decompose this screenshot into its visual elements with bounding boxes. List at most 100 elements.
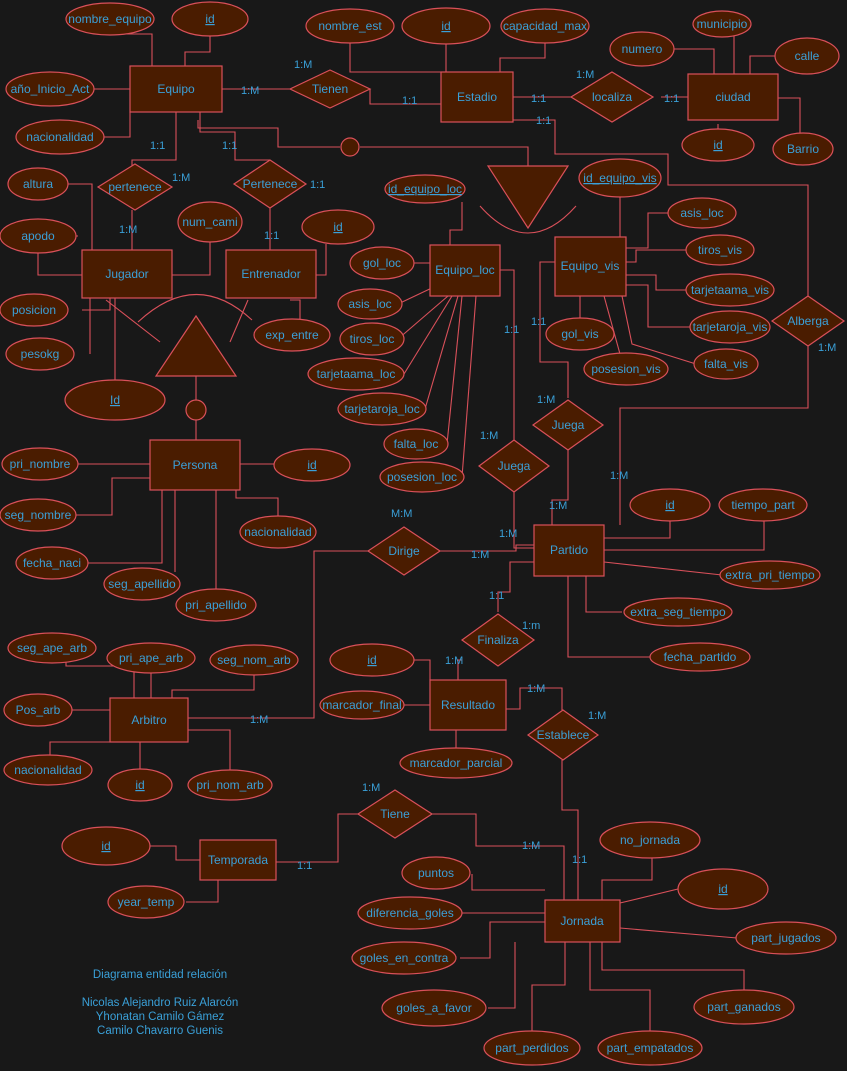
attribute-id-equipo-vis[interactable]: id_equipo_vis: [578, 158, 662, 198]
attribute-part-jugados[interactable]: part_jugados: [735, 921, 837, 955]
attribute-tarjetaama-vis[interactable]: tarjetaama_vis: [685, 273, 775, 307]
attribute-calle[interactable]: calle: [774, 37, 840, 75]
attribute-nombre-est[interactable]: nombre_est: [305, 8, 395, 44]
attribute-exp-entre[interactable]: exp_entre: [253, 318, 331, 352]
attribute-partido-id[interactable]: id: [629, 488, 711, 522]
attribute-id-equipo-loc[interactable]: id_equipo_loc: [384, 174, 466, 204]
relation-juega-vis[interactable]: Juega: [531, 399, 605, 451]
relation-label: Pertenece: [243, 177, 298, 191]
attribute-pri-apellido[interactable]: pri_apellido: [175, 588, 257, 622]
attribute-fecha-naci[interactable]: fecha_naci: [15, 546, 89, 580]
attribute-persona-id[interactable]: id: [273, 448, 351, 482]
attribute-tarjetaroja-vis[interactable]: tarjetaroja_vis: [689, 310, 771, 344]
attribute-diferencia-goles[interactable]: diferencia_goles: [357, 896, 463, 930]
attribute-gol-loc[interactable]: gol_loc: [349, 246, 415, 280]
relation-dirige[interactable]: Dirige: [366, 526, 442, 576]
attribute-part-ganados[interactable]: part_ganados: [693, 989, 795, 1025]
attribute-capacidad-max[interactable]: capacidad_max: [500, 8, 590, 44]
attribute-no-jornada[interactable]: no_jornada: [599, 821, 701, 859]
attribute-jornada-id[interactable]: id: [677, 868, 769, 910]
attribute-pri-nombre[interactable]: pri_nombre: [1, 447, 79, 481]
relation-alberga[interactable]: Alberga: [770, 295, 846, 347]
attribute-posesion-loc[interactable]: posesion_loc: [379, 461, 465, 493]
attribute-part-perdidos[interactable]: part_perdidos: [483, 1030, 581, 1066]
attribute-numero[interactable]: numero: [609, 31, 675, 67]
attribute-municipio[interactable]: municipio: [692, 10, 752, 38]
relation-tienen[interactable]: Tienen: [288, 69, 372, 109]
attribute-num-cami[interactable]: num_cami: [177, 201, 243, 243]
attribute-nacionalidad-equipo[interactable]: nacionalidad: [15, 119, 105, 155]
cardinality-label: 1:M: [537, 394, 555, 406]
entity-equipo[interactable]: Equipo: [129, 65, 223, 113]
attribute-apodo[interactable]: apodo: [0, 218, 77, 254]
entity-persona[interactable]: Persona: [149, 439, 241, 491]
attribute-temporada-id[interactable]: id: [61, 826, 151, 866]
attribute-asis-vis[interactable]: asis_loc: [667, 197, 737, 229]
attribute-tiros-loc[interactable]: tiros_loc: [339, 322, 405, 356]
attribute-equipo-id[interactable]: id: [171, 1, 249, 37]
attribute-entrenador-id[interactable]: id: [301, 209, 375, 245]
attribute-label: id_equipo_vis: [583, 171, 656, 185]
entity-equipo-vis[interactable]: Equipo_vis: [554, 236, 627, 297]
attribute-tiempo-part[interactable]: tiempo_part: [718, 488, 808, 522]
attribute-label: tarjetaama_vis: [691, 283, 769, 297]
attribute-ano-inicio-act[interactable]: año_Inicio_Act: [5, 71, 95, 107]
attribute-pri-ape-arb[interactable]: pri_ape_arb: [106, 642, 196, 674]
entity-jugador[interactable]: Jugador: [81, 249, 173, 299]
entity-partido[interactable]: Partido: [533, 524, 605, 577]
relation-tiene[interactable]: Tiene: [356, 789, 434, 839]
attribute-extra-seg-tiempo[interactable]: extra_seg_tiempo: [623, 597, 733, 627]
attribute-goles-a-favor[interactable]: goles_a_favor: [381, 989, 487, 1027]
attribute-posicion[interactable]: posicion: [0, 293, 69, 327]
entity-resultado[interactable]: Resultado: [429, 679, 507, 731]
attribute-pri-nom-arb[interactable]: pri_nom_arb: [187, 769, 273, 801]
attribute-falta-vis[interactable]: falta_vis: [693, 348, 759, 380]
attribute-posesion-vis[interactable]: posesion_vis: [583, 352, 669, 386]
attribute-asis-loc[interactable]: asis_loc: [337, 288, 403, 320]
attribute-altura[interactable]: altura: [7, 167, 69, 201]
attribute-marcador-final[interactable]: marcador_final: [319, 690, 405, 720]
attribute-label: posicion: [12, 303, 56, 317]
entity-equipo-loc[interactable]: Equipo_loc: [429, 244, 501, 297]
attribute-seg-ape-arb[interactable]: seg_ape_arb: [7, 632, 97, 664]
attribute-tiros-vis[interactable]: tiros_vis: [685, 234, 755, 266]
attribute-resultado-id[interactable]: id: [329, 643, 415, 677]
attribute-pesokg[interactable]: pesokg: [5, 337, 75, 371]
attribute-fecha-partido[interactable]: fecha_partido: [649, 642, 751, 672]
attribute-falta-loc[interactable]: falta_loc: [383, 428, 449, 460]
attribute-label: exp_entre: [265, 328, 319, 342]
entity-estadio[interactable]: Estadio: [440, 71, 514, 123]
attribute-seg-nombre[interactable]: seg_nombre: [0, 498, 77, 532]
attribute-arbitro-id[interactable]: id: [107, 768, 173, 802]
attribute-nombre-equipo[interactable]: nombre_equipo: [65, 2, 155, 36]
attribute-part-empatados[interactable]: part_empatados: [597, 1030, 703, 1066]
relation-localiza[interactable]: localiza: [569, 71, 655, 123]
attribute-seg-nom-arb[interactable]: seg_nom_arb: [209, 644, 299, 676]
attribute-pos-arb[interactable]: Pos_arb: [3, 693, 73, 727]
entity-entrenador[interactable]: Entrenador: [225, 249, 317, 299]
attribute-marcador-parcial[interactable]: marcador_parcial: [399, 747, 513, 779]
attribute-tarjetaroja-loc[interactable]: tarjetaroja_loc: [337, 392, 427, 426]
attribute-year-temp[interactable]: year_temp: [107, 885, 185, 919]
attribute-nacionalidad-persona[interactable]: nacionalidad: [239, 515, 317, 549]
attribute-nacionalidad-arbitro[interactable]: nacionalidad: [3, 754, 93, 786]
attribute-estadio-id[interactable]: id: [401, 7, 491, 45]
entity-arbitro[interactable]: Arbitro: [109, 697, 189, 743]
entity-jornada[interactable]: Jornada: [544, 899, 621, 943]
relation-pertenece-entrenador[interactable]: Pertenece: [232, 159, 308, 209]
attribute-extra-pri-tiempo[interactable]: extra_pri_tiempo: [719, 560, 821, 590]
attribute-seg-apellido[interactable]: seg_apellido: [103, 567, 181, 601]
attribute-puntos[interactable]: puntos: [401, 856, 471, 890]
entity-ciudad[interactable]: ciudad: [687, 73, 779, 121]
attribute-barrio[interactable]: Barrio: [772, 132, 834, 166]
relation-juega-loc[interactable]: Juega: [477, 439, 551, 493]
attribute-tarjetaama-loc[interactable]: tarjetaama_loc: [307, 357, 405, 391]
attribute-jugador-id[interactable]: Id: [64, 379, 166, 421]
relation-pertenece-jugador[interactable]: pertenece: [96, 163, 174, 211]
attribute-goles-en-contra[interactable]: goles_en_contra: [351, 941, 457, 975]
entity-temporada[interactable]: Temporada: [199, 839, 277, 881]
relation-finaliza[interactable]: Finaliza: [460, 613, 536, 667]
relation-establece[interactable]: Establece: [526, 709, 600, 761]
attribute-gol-vis[interactable]: gol_vis: [545, 317, 615, 351]
attribute-ciudad-id[interactable]: id: [681, 128, 755, 162]
